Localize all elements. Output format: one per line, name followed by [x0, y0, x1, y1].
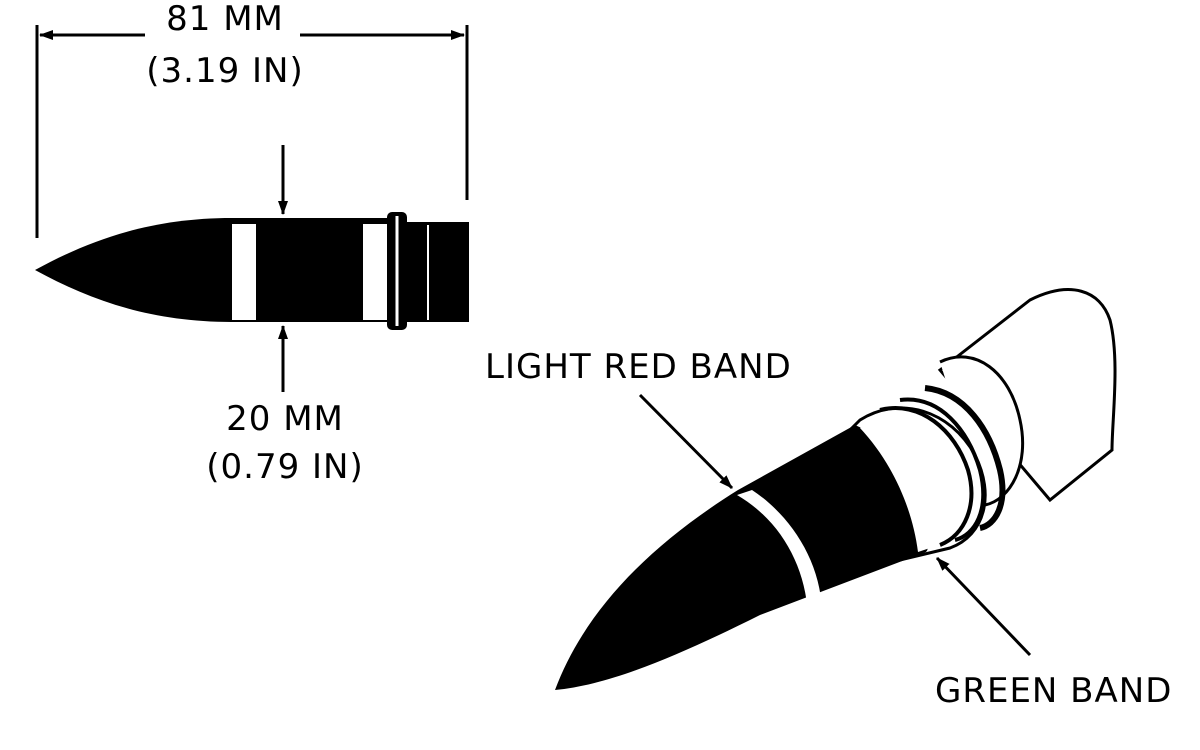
light-red-band-side: [232, 224, 256, 320]
diameter-in-label: (0.79 IN): [206, 447, 364, 487]
green-band-perspective: [860, 420, 930, 552]
diameter-mm-label: 20 MM: [226, 399, 344, 439]
light-red-band-label: LIGHT RED BAND: [485, 347, 792, 387]
side-view-projectile: [35, 212, 469, 330]
length-in-label: (3.19 IN): [146, 51, 304, 91]
light-red-band-perspective: [737, 490, 822, 614]
projectile-body-perspective: [555, 425, 929, 690]
perspective-projectile: [555, 288, 1117, 690]
green-band-label: GREEN BAND: [935, 671, 1173, 711]
light-red-band-leader: [638, 393, 734, 490]
projectile-ogive: [35, 218, 232, 322]
cartridge-case: [937, 288, 1117, 503]
length-mm-label: 81 MM: [150, 0, 300, 38]
length-dimension: [35, 25, 469, 238]
green-band-side: [363, 224, 387, 320]
callout-leaders: [638, 393, 1032, 657]
green-band-leader: [935, 556, 1032, 657]
projectile-base: [406, 222, 469, 322]
